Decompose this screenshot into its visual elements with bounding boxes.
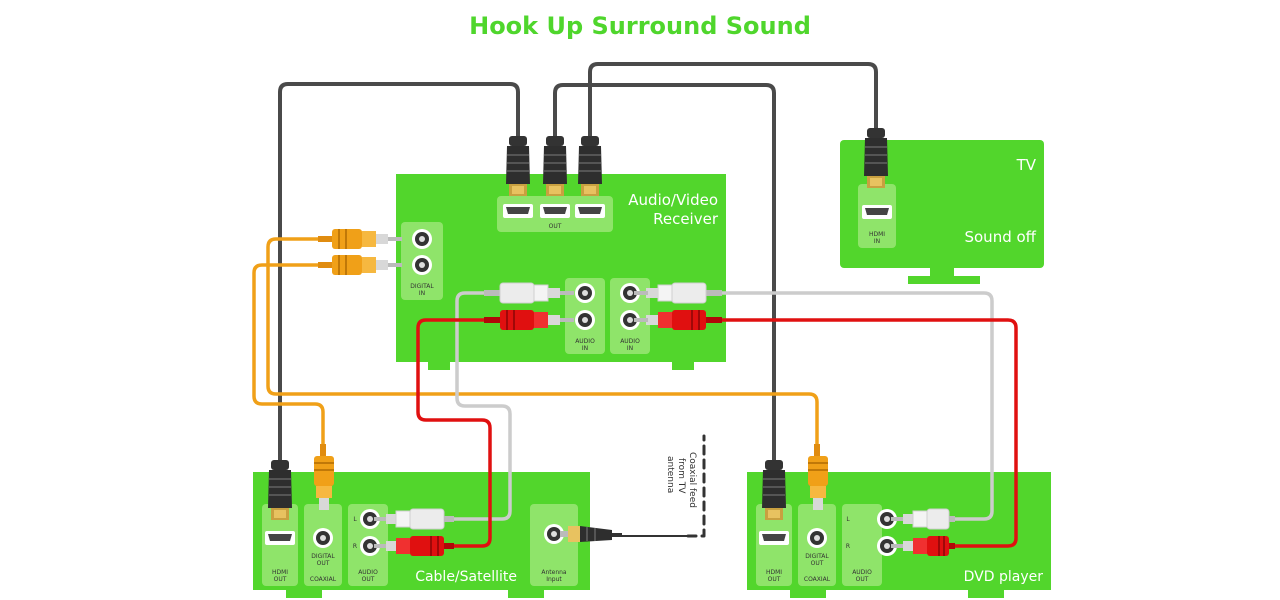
cable-hdmi-out-label-1: HDMI xyxy=(272,569,288,576)
cable-antenna-panel xyxy=(530,504,578,586)
hdmi-cable-cable-to-receiver xyxy=(278,82,520,464)
cable-right-label: R xyxy=(353,543,357,550)
digital-plug-cable xyxy=(314,444,334,510)
receiver-name-line2: Receiver xyxy=(653,210,719,228)
red-plug-receiver-left xyxy=(484,310,574,330)
hdmi-plug-tv xyxy=(864,128,888,188)
antenna-note-line2: from TV xyxy=(676,458,686,494)
dvd-digital-out-label-2: OUT xyxy=(811,560,824,567)
cable-name: Cable/Satellite xyxy=(415,569,517,585)
digital-cable-cable-to-receiver xyxy=(252,263,332,454)
hdmi-cable-dvd-to-receiver xyxy=(553,83,776,464)
tv-stand-neck xyxy=(930,268,954,276)
cable-hdmi-out-label-2: OUT xyxy=(274,576,287,583)
hdmi-plug-receiver-3 xyxy=(578,136,602,196)
dvd-name: DVD player xyxy=(964,569,1044,585)
digital-plug-receiver-bottom xyxy=(318,255,402,275)
antenna-feed-dashed xyxy=(686,434,706,538)
receiver-audio-in-left-label-2: IN xyxy=(582,345,588,352)
hdmi-cable-receiver-to-tv xyxy=(588,62,878,142)
antenna-note-line1: Coaxial feed xyxy=(687,452,697,508)
white-audio-cable-dvd-to-receiver xyxy=(718,291,994,521)
dvd-hdmi-out-panel xyxy=(756,504,792,586)
dvd-foot-left xyxy=(790,590,826,598)
dvd-body xyxy=(747,472,1051,590)
dvd-audio-out-label-1: AUDIO xyxy=(852,569,872,576)
tv-status: Sound off xyxy=(964,228,1036,246)
receiver-hdmi-out-label: OUT xyxy=(549,223,562,230)
cable-audio-out-label-2: OUT xyxy=(362,576,375,583)
hdmi-plug-receiver-1 xyxy=(506,136,530,196)
tv-hdmi-in-label-1: HDMI xyxy=(869,231,885,238)
cable-audio-out-label-1: AUDIO xyxy=(358,569,378,576)
receiver-digital-in-label-2: IN xyxy=(419,290,425,297)
antenna-coax-plug xyxy=(560,526,622,542)
dvd-hdmi-out-label-2: OUT xyxy=(768,576,781,583)
white-plug-dvd xyxy=(891,508,955,530)
dvd-hdmi-out-label-1: HDMI xyxy=(766,569,782,576)
tv-hdmi-in-label-2: IN xyxy=(874,238,880,245)
dvd-foot-right xyxy=(968,590,1004,598)
cable-antenna-label-2: Input xyxy=(546,576,562,583)
cable-coaxial-label: COAXIAL xyxy=(310,576,337,583)
cable-hdmi-out-panel xyxy=(262,504,298,586)
cable-left-label: L xyxy=(353,516,357,523)
red-plug-dvd xyxy=(891,536,955,556)
hdmi-plug-receiver-2 xyxy=(543,136,567,196)
digital-cable-dvd-to-receiver xyxy=(266,237,819,454)
antenna-note-line3: antenna xyxy=(665,456,675,493)
tv xyxy=(840,140,1044,284)
red-audio-cable-cable-to-receiver xyxy=(416,318,492,548)
red-plug-receiver-right xyxy=(634,310,722,330)
white-plug-cable xyxy=(374,508,454,530)
dvd-digital-out-label-1: DIGITAL xyxy=(805,553,829,560)
digital-plug-dvd xyxy=(808,444,828,510)
cable-digital-out-label-1: DIGITAL xyxy=(311,553,335,560)
cable-digital-out-label-2: OUT xyxy=(317,560,330,567)
tv-stand-base xyxy=(908,276,980,284)
cable-foot-right xyxy=(508,590,544,598)
cable-satellite-box xyxy=(253,472,590,598)
diagram-title: Hook Up Surround Sound xyxy=(469,12,811,40)
hdmi-plug-dvd xyxy=(762,460,786,520)
cable-antenna-label-1: Antenna xyxy=(541,569,567,576)
white-plug-receiver-left xyxy=(484,282,574,304)
av-receiver xyxy=(396,174,726,370)
red-audio-cable-dvd-to-receiver xyxy=(718,318,1018,548)
receiver-foot-right xyxy=(672,362,694,370)
dvd-coaxial-label: COAXIAL xyxy=(804,576,831,583)
cables xyxy=(252,62,1018,548)
dvd-left-label: L xyxy=(846,516,850,523)
white-audio-cable-cable-to-receiver xyxy=(450,291,512,521)
red-plug-cable xyxy=(374,536,454,556)
antenna-note: Coaxial feed from TV antenna xyxy=(665,452,697,508)
cable-foot-left xyxy=(286,590,322,598)
white-plug-receiver-right xyxy=(634,282,722,304)
receiver-name-line1: Audio/Video xyxy=(628,191,718,209)
dvd-audio-out-panel xyxy=(842,504,882,586)
dvd-player xyxy=(747,472,1051,598)
hdmi-plug-cable xyxy=(268,460,292,520)
dvd-audio-out-label-2: OUT xyxy=(856,576,869,583)
dvd-right-label: R xyxy=(846,543,850,550)
tv-name: TV xyxy=(1016,156,1037,174)
receiver-foot-left xyxy=(428,362,450,370)
receiver-audio-in-left-label-1: AUDIO xyxy=(575,338,595,345)
receiver-digital-in-label-1: DIGITAL xyxy=(410,283,434,290)
receiver-audio-in-right-label-2: IN xyxy=(627,345,633,352)
digital-plug-receiver-top xyxy=(318,229,402,249)
receiver-audio-in-right-label-1: AUDIO xyxy=(620,338,640,345)
